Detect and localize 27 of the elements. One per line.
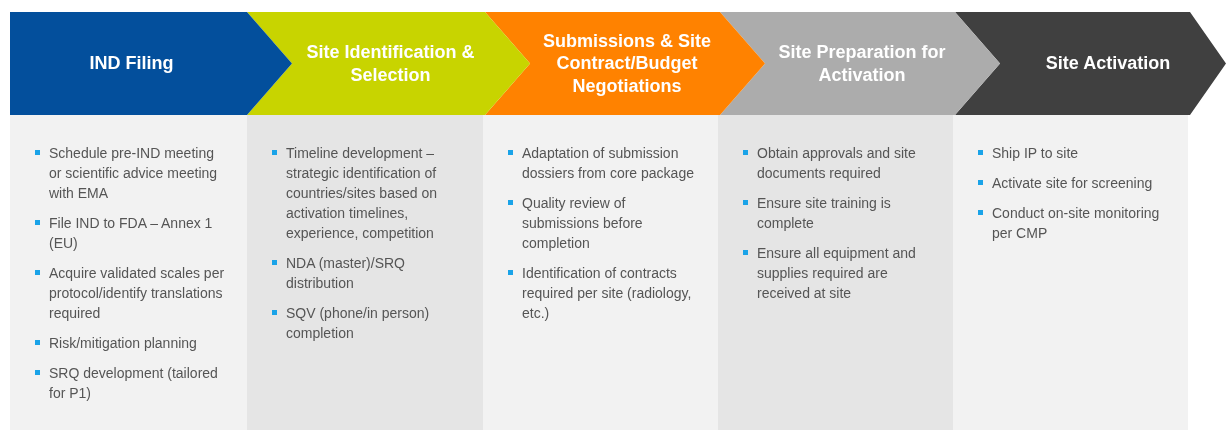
bullet-item: Risk/mitigation planning <box>35 333 229 353</box>
bullet-item: Identification of contracts required per site (radiology, etc.) <box>508 263 700 323</box>
bullet-item: Schedule pre-IND meeting or scientific advice meeting with EMA <box>35 143 229 203</box>
stage-heading: Site Preparation for Activation <box>777 41 947 86</box>
stage-heading: Site Activation <box>1045 52 1171 75</box>
bullet-item: Ship IP to site <box>978 143 1170 163</box>
column-panel <box>953 115 1188 430</box>
bullet-item: Ensure all equipment and supplies required are received at site <box>743 243 935 303</box>
bullet-item: SQV (phone/in person) completion <box>272 303 465 343</box>
bullet-item: Adaptation of submission dossiers from core package <box>508 143 700 183</box>
column-panel <box>483 115 718 430</box>
bullet-item: Timeline development – strategic identification of countries/sites based on activation timelines, experience, competition <box>272 143 465 243</box>
column-panel <box>10 115 247 430</box>
bullet-item: Acquire validated scales per protocol/identify translations required <box>35 263 229 323</box>
bullet-item: Ensure site training is complete <box>743 193 935 233</box>
bullet-item: Quality review of submissions before completion <box>508 193 700 253</box>
bullet-item: Obtain approvals and site documents required <box>743 143 935 183</box>
column-panel <box>718 115 953 430</box>
column-panel <box>247 115 483 430</box>
bullet-item: Conduct on-site monitoring per CMP <box>978 203 1170 243</box>
bullet-item: Activate site for screening <box>978 173 1170 193</box>
bullet-item: SRQ development (tailored for P1) <box>35 363 229 403</box>
bullet-item: File IND to FDA – Annex 1 (EU) <box>35 213 229 253</box>
stage-heading: Submissions & Site Contract/Budget Negotiations <box>541 29 712 98</box>
bullet-item: NDA (master)/SRQ distribution <box>272 253 465 293</box>
stage-heading: Site Identification & Selection <box>305 41 476 86</box>
stage-heading: IND Filing <box>89 52 174 75</box>
